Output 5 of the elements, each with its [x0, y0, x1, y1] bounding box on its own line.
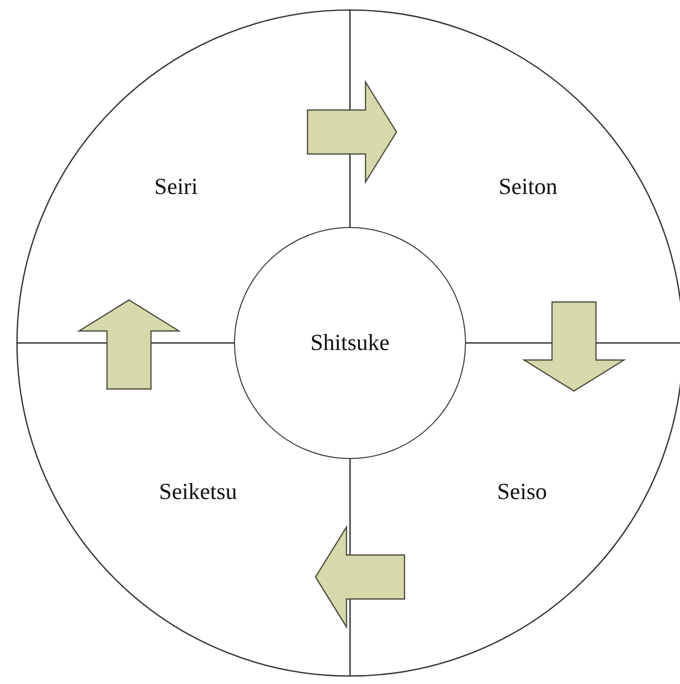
quadrant-label: Seiketsu: [159, 479, 237, 505]
quadrant-label: Seiri: [154, 174, 198, 200]
quadrant-label: Seiton: [498, 174, 558, 200]
quadrant-label: Seiso: [497, 479, 547, 505]
center-label: Shitsuke: [310, 330, 390, 356]
